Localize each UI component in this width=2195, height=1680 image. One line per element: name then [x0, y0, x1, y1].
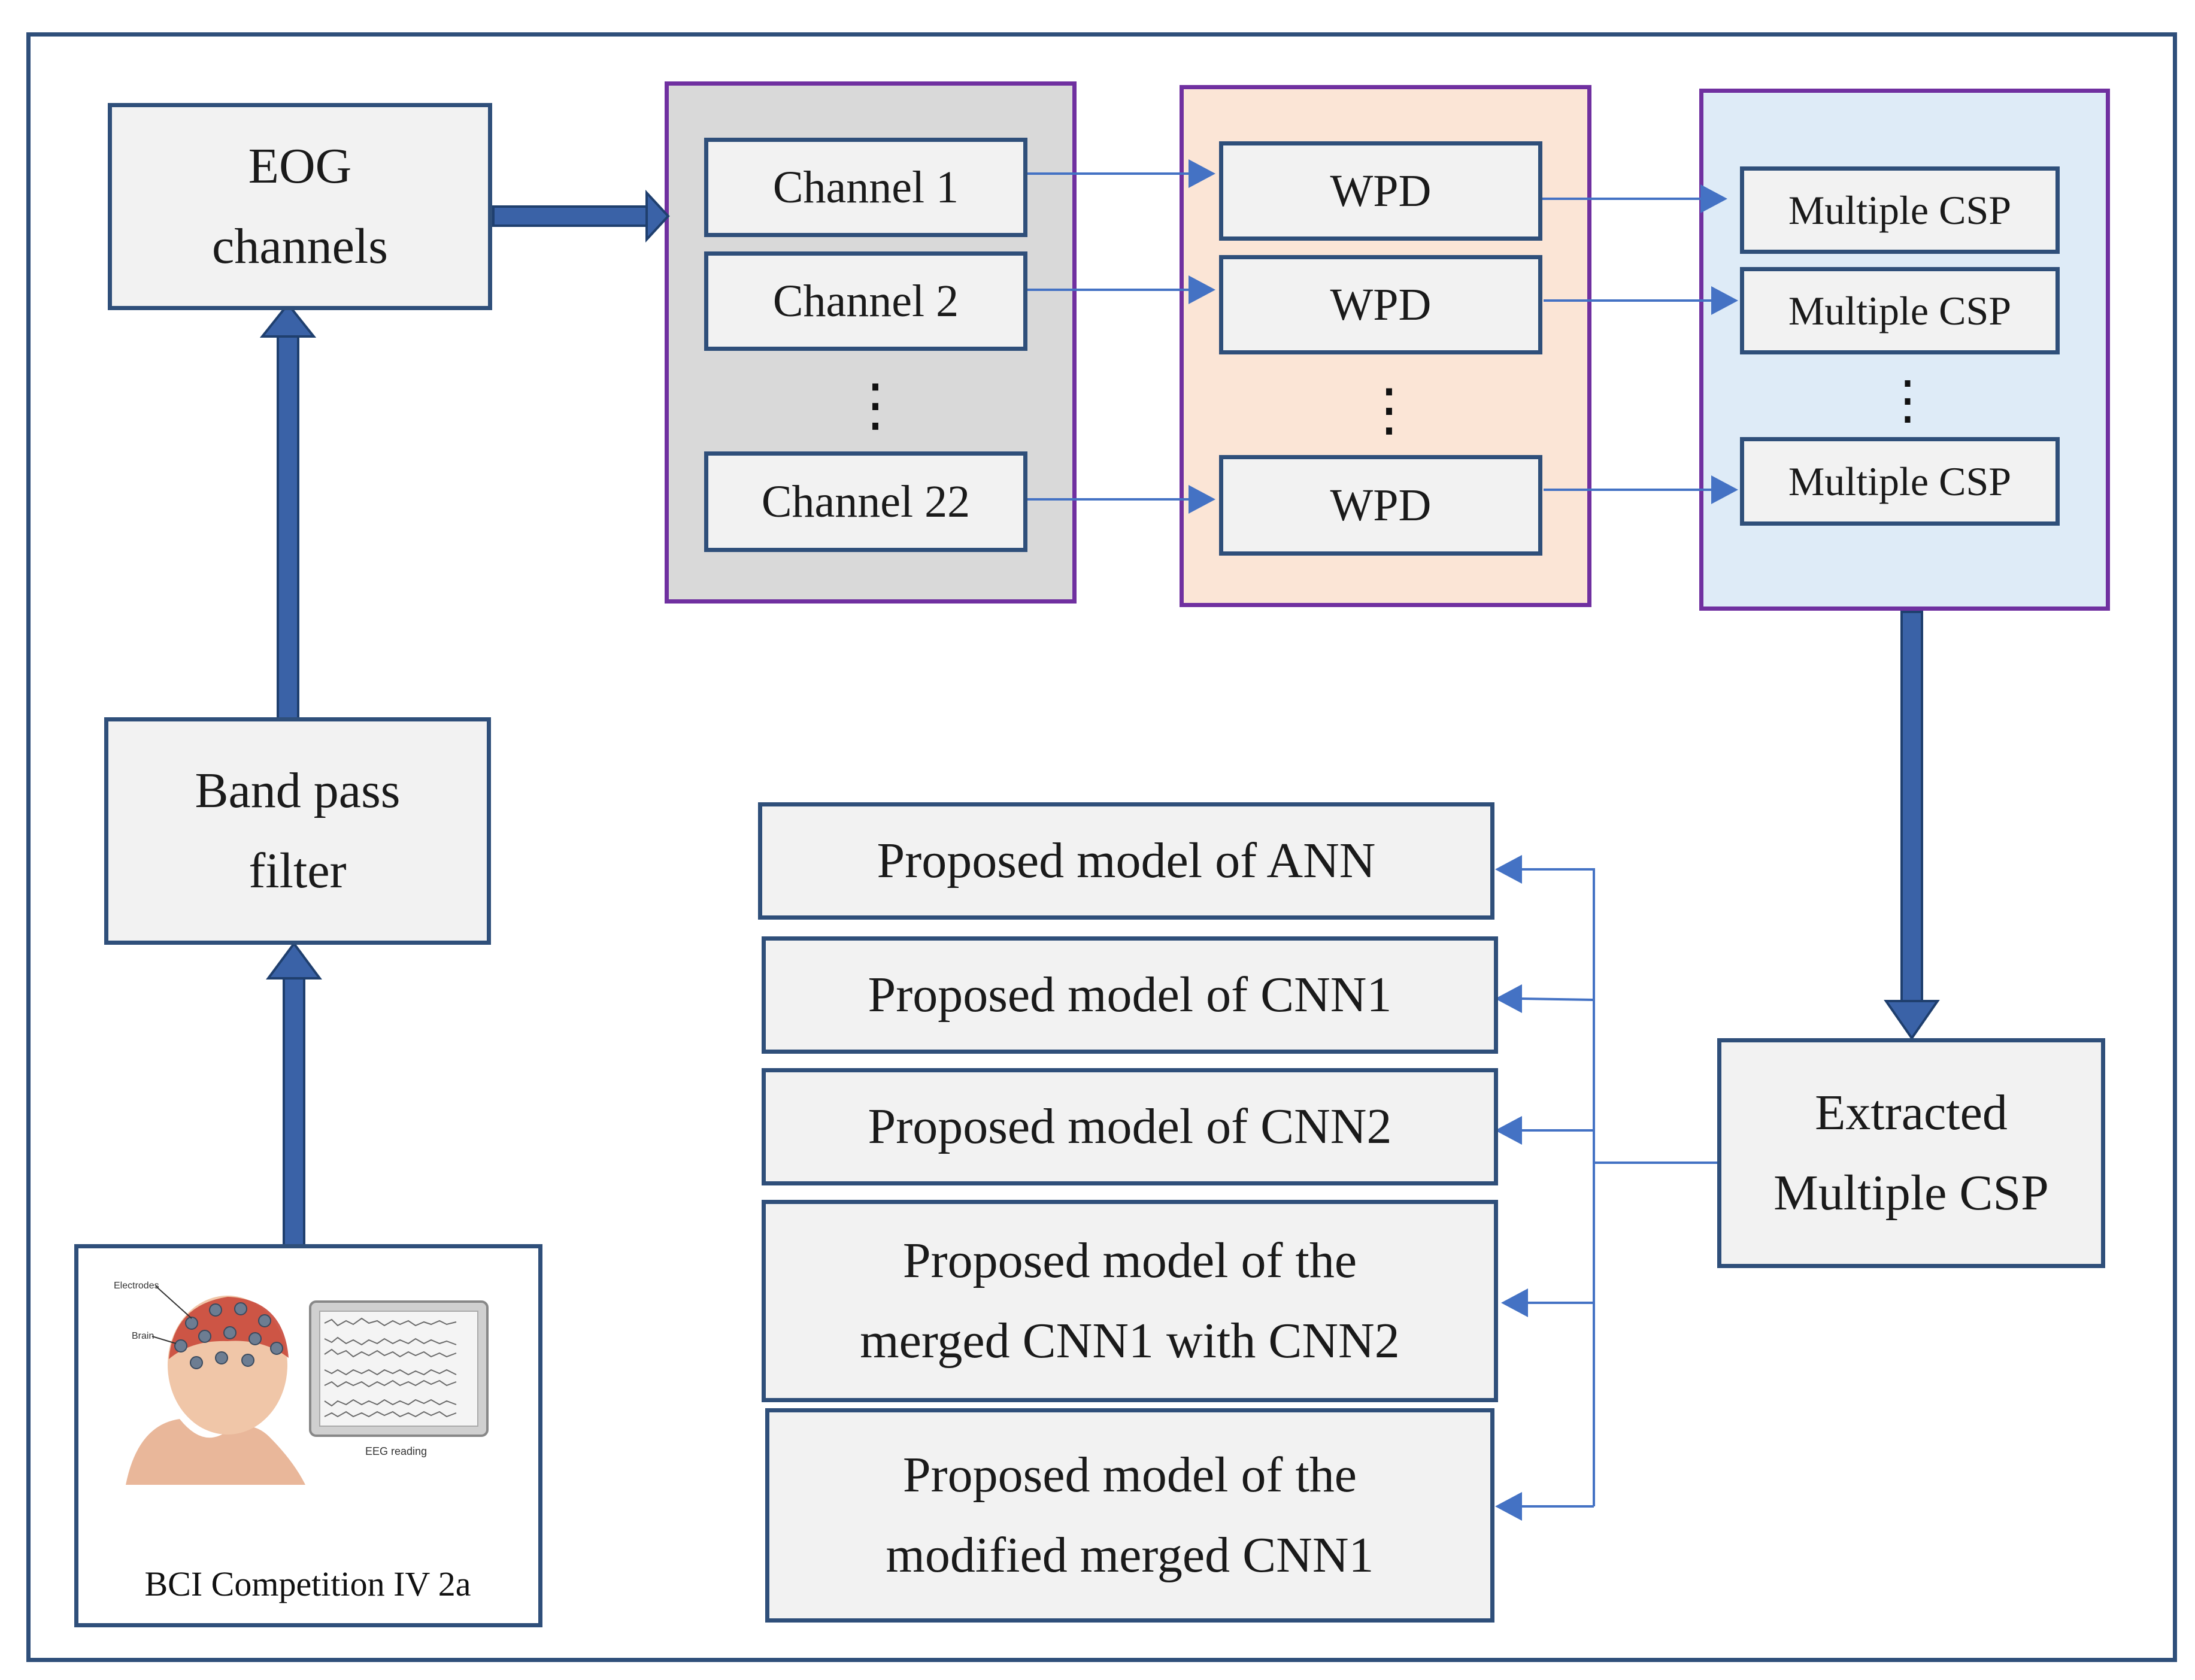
wpd-ellipsis: ⋮	[1360, 376, 1418, 443]
thin-arrows-wpd-csp	[1533, 184, 1738, 504]
model-merged-cnn1-cnn2-box: Proposed model of the merged CNN1 with C…	[762, 1200, 1498, 1402]
channel-ellipsis: ⋮	[847, 371, 904, 438]
brain-label: Brain	[132, 1331, 154, 1341]
model-cnn2-box: Proposed model of CNN2	[762, 1068, 1498, 1185]
extracted-multiple-csp-box: Extracted Multiple CSP	[1717, 1038, 2105, 1268]
wpd-box-2: WPD	[1219, 255, 1542, 354]
thin-arrows-channel-wpd	[1027, 159, 1215, 514]
csp-ellipsis: ⋮	[1881, 369, 1934, 430]
band-pass-filter-box: Band pass filter	[104, 717, 491, 945]
model-ann-box: Proposed model of ANN	[758, 802, 1494, 920]
arrow-source-to-bandpass	[266, 941, 322, 1248]
csp-box-1: Multiple CSP	[1740, 166, 2060, 254]
eeg-monitor-icon	[309, 1300, 489, 1437]
head-with-electrodes-icon	[126, 1285, 305, 1485]
bci-competition-label: BCI Competition IV 2a	[144, 1564, 471, 1603]
thin-arrows-extracted-models	[1495, 855, 1721, 1521]
csp-box-2: Multiple CSP	[1740, 267, 2060, 354]
eeg-illustration: Electrodes Brain EEG reading	[114, 1281, 489, 1485]
csp-box-3: Multiple CSP	[1740, 437, 2060, 526]
channel-box-2: Channel 2	[704, 251, 1027, 351]
model-cnn1-box: Proposed model of CNN1	[762, 936, 1498, 1054]
arrow-csp-to-extracted	[1884, 611, 1940, 1041]
wpd-box-3: WPD	[1219, 455, 1542, 556]
eog-channels-box: EOG channels	[108, 103, 492, 310]
eeg-reading-label: EEG reading	[365, 1445, 427, 1457]
wpd-box-1: WPD	[1219, 141, 1542, 241]
electrodes-label: Electrodes	[114, 1281, 159, 1291]
arrow-eog-to-channels	[492, 189, 670, 243]
channel-box-1: Channel 1	[704, 138, 1027, 237]
arrow-bandpass-to-eog	[259, 302, 317, 720]
channel-box-22: Channel 22	[704, 451, 1027, 552]
model-modified-merged-cnn1-box: Proposed model of the modified merged CN…	[765, 1408, 1494, 1623]
diagram-frame	[26, 32, 2177, 1662]
